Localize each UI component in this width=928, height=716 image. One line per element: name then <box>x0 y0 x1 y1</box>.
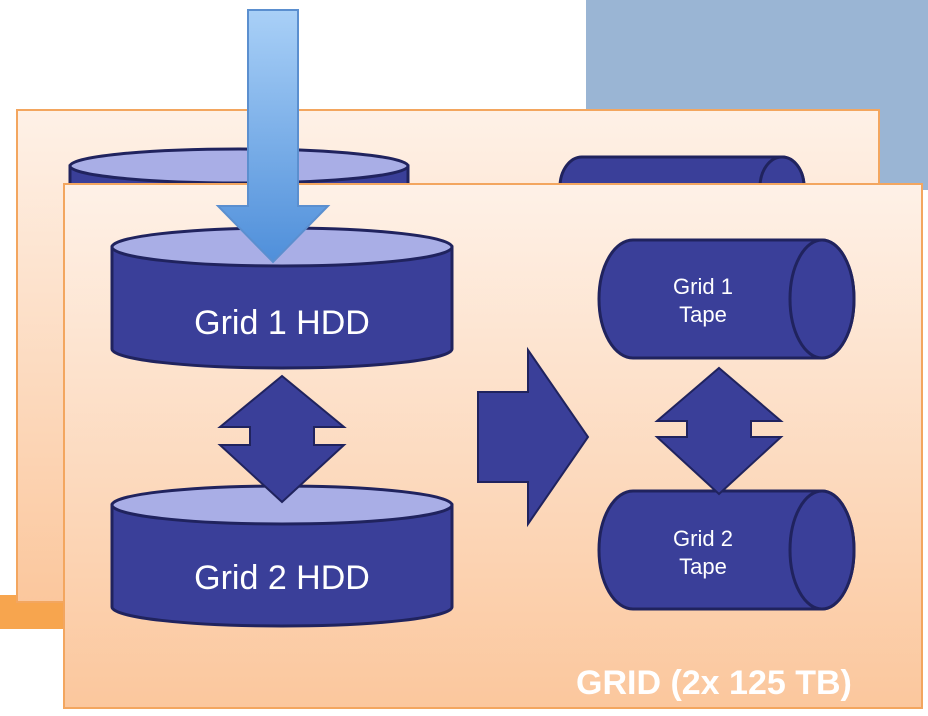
grid1-tape-cylinder <box>597 238 856 360</box>
grid2-tape-label-line1: Grid 2 <box>673 526 733 551</box>
grid2-hdd-label: Grid 2 HDD <box>194 559 370 597</box>
panel-title: GRID (2x 125 TB) <box>576 664 852 702</box>
grid1-tape-label-line1: Grid 1 <box>673 274 733 299</box>
grid2-tape-cylinder <box>597 489 856 611</box>
grid2-hdd-cylinder <box>110 484 454 628</box>
grid2-tape-label: Grid 2 Tape <box>658 525 748 580</box>
input-arrow <box>215 9 331 264</box>
grid2-tape-label-line2: Tape <box>679 553 727 579</box>
hdd-sync-arrow <box>217 374 347 504</box>
hdd-to-tape-arrow <box>477 346 590 528</box>
grid1-tape-label-line2: Tape <box>679 301 727 327</box>
grid1-tape-label: Grid 1 Tape <box>658 273 748 328</box>
back-hdd-shape <box>68 147 410 190</box>
grid1-hdd-label: Grid 1 HDD <box>194 304 370 342</box>
tape-sync-arrow <box>654 366 784 496</box>
